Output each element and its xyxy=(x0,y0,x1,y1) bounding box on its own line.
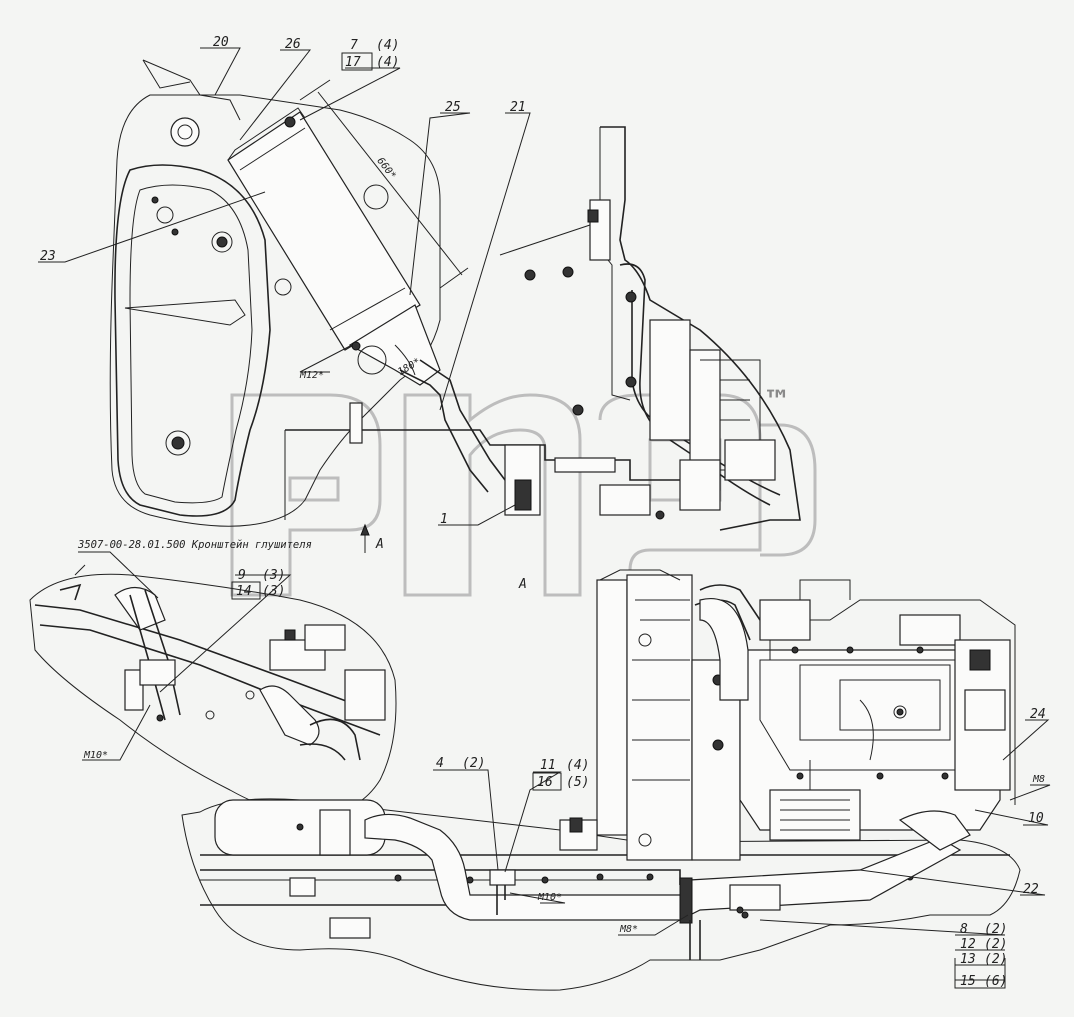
callout-24: 24 xyxy=(1030,707,1046,722)
callout-21: 21 xyxy=(510,100,526,115)
callout-17-qty: (4) xyxy=(376,55,399,70)
callout-12: 12 xyxy=(960,937,976,952)
thread-m8-right: M8 xyxy=(1032,774,1045,785)
callout-7: 7 xyxy=(350,38,358,53)
view-marker-a-2: A xyxy=(518,577,527,592)
callout-25: 25 xyxy=(445,100,461,115)
watermark-tm: ™ xyxy=(763,384,791,417)
detail-view-parts xyxy=(34,564,386,761)
view-marker-a: A xyxy=(375,537,384,552)
callout-17-box xyxy=(341,52,373,71)
callout-15: 15 xyxy=(960,974,976,989)
callout-11-qty: (4) xyxy=(566,758,589,773)
thread-m8-bottom: M8* xyxy=(619,924,638,935)
frame-side-rail xyxy=(587,126,801,531)
callout-1: 1 xyxy=(440,512,448,527)
callout-14: 14 xyxy=(236,584,252,599)
callout-22: 22 xyxy=(1023,882,1039,897)
exhaust-pipe xyxy=(364,813,962,960)
callout-12-qty: (2) xyxy=(984,937,1007,952)
callout-26: 26 xyxy=(285,37,301,52)
callout-14-qty: (3) xyxy=(262,584,285,599)
tank-body xyxy=(114,164,271,517)
callout-14-box xyxy=(231,581,261,600)
detail-view-outline xyxy=(29,573,397,816)
callout-9: 9 xyxy=(238,568,246,583)
callout-9-qty: (3) xyxy=(262,568,285,583)
callout-16: 16 xyxy=(537,775,553,790)
callout-17: 17 xyxy=(345,55,361,70)
callout-11: 11 xyxy=(540,758,556,773)
muffler-canister xyxy=(227,107,506,493)
callout-8: 8 xyxy=(960,922,968,937)
chassis-frame xyxy=(200,799,1010,939)
callout-4-qty: (2) xyxy=(462,756,485,771)
callout-10: 10 xyxy=(1028,811,1044,826)
callout-23: 23 xyxy=(40,249,56,264)
callout-20: 20 xyxy=(213,35,229,50)
callout-13: 13 xyxy=(960,952,976,967)
callout-4: 4 xyxy=(436,756,444,771)
callout-16-box xyxy=(532,772,562,791)
callout-16-qty: (5) xyxy=(566,775,589,790)
frame-bracket-top xyxy=(142,59,241,121)
callout-13-qty: (2) xyxy=(984,952,1007,967)
thread-m12: M12* xyxy=(299,370,324,381)
thread-m10-left: M10* xyxy=(83,750,108,761)
callout-15-qty: (6) xyxy=(984,974,1007,989)
lower-frame-outline xyxy=(181,798,1021,991)
engine-block xyxy=(559,569,1016,861)
callout-7-qty: (4) xyxy=(376,38,399,53)
upper-detail-outline xyxy=(109,94,441,527)
thread-m10-bottom: M10* xyxy=(537,892,562,903)
callout-8-qty: (2) xyxy=(984,922,1007,937)
caption-bracket: 3507-00-28.01.500 Кронштейн глушителя xyxy=(77,539,312,551)
